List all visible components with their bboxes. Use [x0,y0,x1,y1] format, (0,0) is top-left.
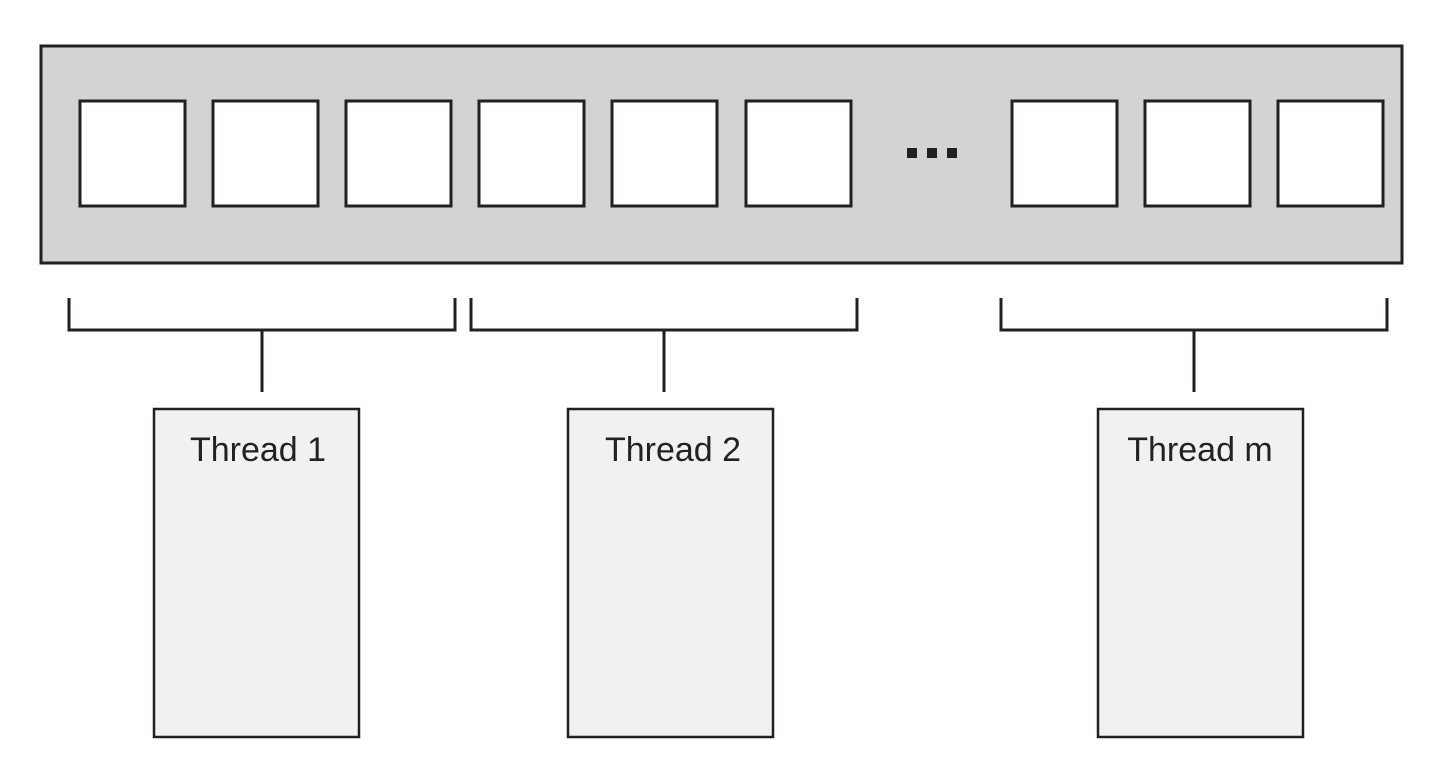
thread-label: Thread m [1127,431,1273,469]
bracket-thread-2 [469,298,859,392]
ellipsis-marker [907,148,957,158]
bracket-thread-1 [67,298,457,392]
array-cell [1010,99,1119,208]
thread-box-m: Thread m [1096,407,1305,739]
array-cell [211,99,320,208]
array-cell [610,99,719,208]
thread-label: Thread 2 [605,431,741,469]
array-cells [78,99,1385,208]
ellipsis-dot [907,148,917,158]
thread-box-1: Thread 1 [152,407,361,739]
ellipsis-dot [927,148,937,158]
array-cell [1143,99,1252,208]
array-cell [78,99,187,208]
thread-label: Thread 1 [190,431,326,469]
thread-box-2: Thread 2 [566,407,775,739]
array-cell [477,99,586,208]
bracket-thread-m [999,298,1389,392]
ellipsis-dot [947,148,957,158]
array-cell [744,99,853,208]
array-cell [344,99,453,208]
array-cell [1276,99,1385,208]
